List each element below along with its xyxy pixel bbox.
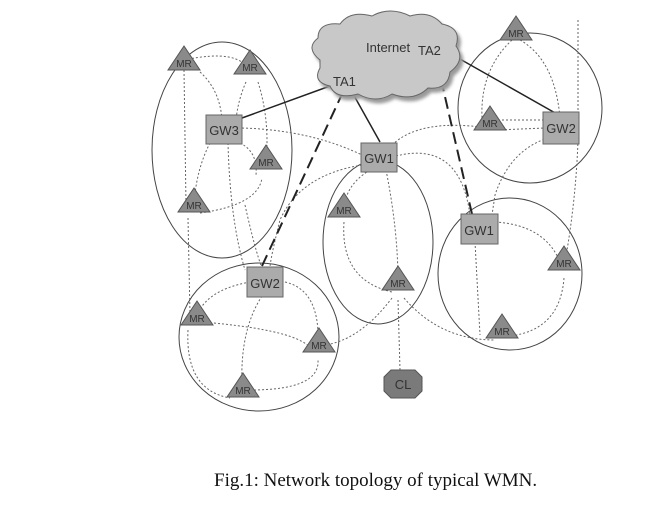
- wireless-link: [227, 142, 246, 271]
- wireless-link: [494, 221, 561, 263]
- wireless-link: [239, 142, 257, 176]
- cluster-gw1-right: [437, 197, 583, 351]
- wired-link-ta1-gw2: [261, 91, 344, 267]
- cluster-gw1-center: [322, 159, 434, 325]
- svg-text:GW2: GW2: [250, 276, 280, 291]
- internet-label: Internet: [366, 40, 410, 55]
- mesh-router-label: MR: [235, 386, 251, 397]
- internet-cloud: [311, 10, 461, 100]
- wireless-link: [481, 39, 513, 119]
- access-point-ta1: TA1: [333, 74, 356, 89]
- mesh-router: MR: [302, 327, 336, 353]
- mesh-router-label: MR: [336, 206, 352, 217]
- svg-text:CL: CL: [395, 377, 412, 392]
- mesh-router: MR: [381, 265, 415, 291]
- mesh-router: MR: [547, 245, 581, 271]
- wireless-link: [269, 164, 363, 269]
- wireless-link: [187, 329, 231, 399]
- gateway-gw1-center: GW1: [360, 142, 398, 173]
- gateway-gw3: GW3: [205, 114, 243, 145]
- mesh-router: MR: [180, 300, 214, 326]
- wireless-link: [397, 299, 401, 371]
- wireless-link: [241, 295, 263, 385]
- client-cl: CL: [383, 369, 423, 399]
- wireless-link: [519, 39, 561, 119]
- wireless-link: [187, 217, 191, 316]
- wireless-link: [395, 152, 471, 216]
- mesh-router-label: MR: [311, 341, 327, 352]
- wireless-link: [195, 281, 251, 319]
- mesh-router-label: MR: [508, 29, 524, 40]
- mesh-router: MR: [249, 144, 283, 170]
- svg-text:GW2: GW2: [546, 121, 576, 136]
- wired-link-gw3-ta1: [241, 85, 331, 119]
- wireless-link: [385, 169, 399, 283]
- mesh-router: MR: [485, 313, 519, 339]
- figure-caption: Fig.1: Network topology of typical WMN.: [214, 470, 538, 491]
- mesh-router-label: MR: [390, 279, 406, 290]
- wireless-link: [391, 124, 489, 146]
- wired-link-ta2-gw2: [443, 49, 558, 115]
- gateway-gw1-right: GW1: [460, 213, 499, 245]
- access-point-ta2: TA2: [418, 43, 441, 58]
- wired-link-ta2-gw1: [436, 61, 473, 215]
- mesh-router-label: MR: [189, 314, 205, 325]
- cluster-gw3: [151, 41, 293, 259]
- mesh-router-label: MR: [258, 158, 274, 169]
- mesh-router-label: MR: [186, 201, 202, 212]
- wireless-link: [183, 69, 187, 206]
- gateway-gw2-bottomleft: GW2: [246, 266, 284, 298]
- wireless-link: [284, 281, 319, 344]
- mesh-router: MR: [177, 187, 211, 213]
- gateway-gw2-topright: GW2: [542, 111, 580, 145]
- mesh-router-label: MR: [556, 259, 572, 270]
- wireless-link: [235, 81, 247, 121]
- wireless-link: [403, 297, 496, 341]
- wireless-link: [201, 321, 313, 351]
- cluster-gw2-bottomleft: [178, 262, 340, 412]
- wireless-link: [249, 359, 319, 391]
- wireless-link: [241, 127, 363, 156]
- cluster-gw2-topright: [457, 32, 603, 184]
- wireless-link: [199, 71, 223, 121]
- wireless-link: [509, 277, 565, 337]
- wireless-link: [193, 142, 211, 206]
- mesh-router: MR: [167, 45, 201, 71]
- svg-text:GW1: GW1: [464, 223, 494, 238]
- svg-text:GW1: GW1: [364, 151, 394, 166]
- mesh-routers: MR MR MR MR MR MR MR MR MR MR MR MR MR: [167, 15, 581, 398]
- wireless-link: [183, 55, 251, 73]
- wireless-link: [324, 297, 393, 346]
- mesh-router-label: MR: [482, 119, 498, 130]
- wireless-link: [343, 221, 393, 293]
- svg-text:GW3: GW3: [209, 123, 239, 138]
- wireless-link: [491, 137, 549, 216]
- mesh-router: MR: [233, 49, 267, 75]
- wireless-link: [564, 20, 579, 263]
- wired-link-ta1-gw1: [351, 91, 381, 143]
- mesh-router-label: MR: [494, 327, 510, 338]
- wireless-link: [474, 241, 481, 336]
- mesh-router-label: MR: [242, 63, 258, 74]
- mesh-router: MR: [226, 372, 260, 398]
- mesh-router: MR: [499, 15, 533, 41]
- mesh-router: MR: [473, 105, 507, 131]
- mesh-router: MR: [327, 192, 361, 218]
- mesh-router-label: MR: [176, 59, 192, 70]
- wireless-link: [244, 204, 263, 269]
